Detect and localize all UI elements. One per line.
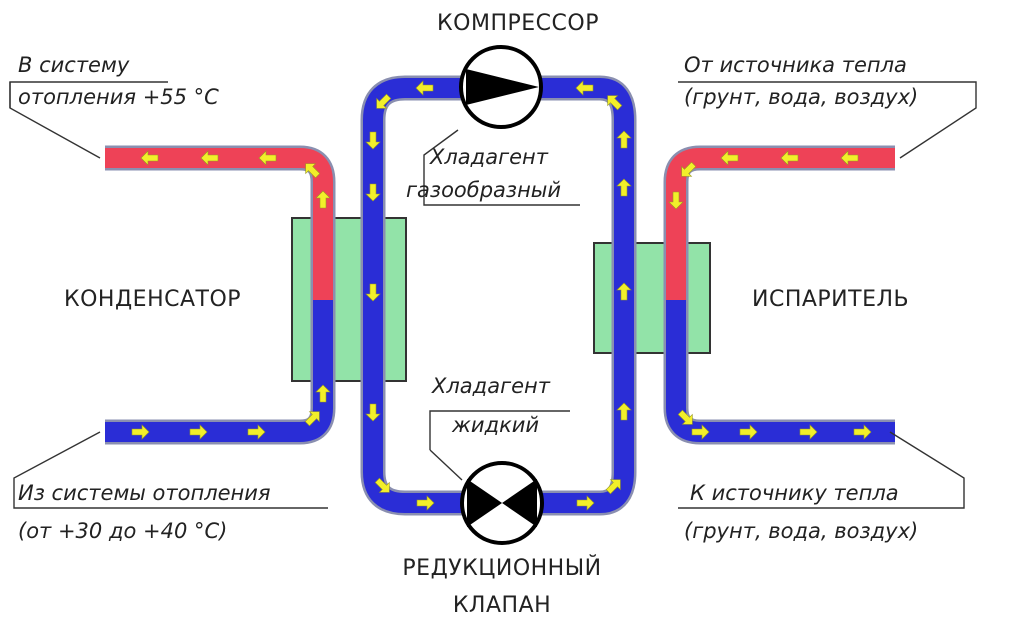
flow-arrow-icon bbox=[840, 150, 859, 166]
from-heating-label-line1: Из системы отопления bbox=[18, 481, 271, 505]
from-source-label-line2: (грунт, вода, воздух) bbox=[684, 85, 918, 109]
condenser-label: КОНДЕНСАТОР bbox=[64, 287, 241, 312]
evaporator-exchanger bbox=[593, 242, 711, 354]
flow-arrow-icon bbox=[691, 424, 710, 440]
compressor-symbol-icon bbox=[459, 45, 543, 129]
flow-arrow-icon bbox=[315, 190, 331, 209]
flow-arrow-icon bbox=[376, 93, 392, 109]
flow-arrow-icon bbox=[677, 409, 693, 425]
compressor-label: КОМПРЕССОР bbox=[437, 11, 599, 36]
flow-arrow-icon bbox=[365, 403, 381, 422]
flow-arrow-icon bbox=[374, 477, 390, 493]
flow-arrow-icon bbox=[315, 384, 331, 403]
flow-arrow-icon bbox=[668, 191, 684, 210]
to-source-label-line1: К источнику тепла bbox=[690, 481, 899, 505]
flow-arrows bbox=[131, 80, 872, 511]
flow-arrow-icon bbox=[853, 424, 872, 440]
flow-arrow-icon bbox=[799, 424, 818, 440]
flow-arrow-icon bbox=[616, 130, 632, 149]
flow-arrow-icon bbox=[415, 80, 434, 96]
flow-arrow-icon bbox=[576, 495, 595, 511]
to-heating-label-line2: отопления +55 °С bbox=[18, 85, 219, 109]
leader-lines bbox=[9, 81, 977, 509]
flow-arrow-icon bbox=[365, 283, 381, 302]
to-heating-label-line1: В систему bbox=[18, 53, 130, 77]
valve-label-line1: РЕДУКЦИОННЫЙ bbox=[402, 555, 601, 581]
flow-arrow-icon bbox=[780, 150, 799, 166]
liquid-refrigerant-label-line1: Хладагент bbox=[431, 374, 551, 398]
flow-arrow-icon bbox=[616, 282, 632, 301]
flow-arrow-icon bbox=[365, 131, 381, 150]
flow-arrow-icon bbox=[739, 424, 758, 440]
flow-arrow-icon bbox=[607, 95, 623, 111]
flow-arrow-icon bbox=[131, 424, 150, 440]
to-source-label-line2: (грунт, вода, воздух) bbox=[684, 519, 918, 543]
flow-arrow-icon bbox=[720, 150, 739, 166]
liquid-refrigerant-label-line2: жидкий bbox=[451, 413, 539, 437]
flow-arrow-icon bbox=[304, 411, 320, 427]
valve-label-line2: КЛАПАН bbox=[453, 593, 551, 618]
gas-refrigerant-label-line2: газообразный bbox=[406, 178, 561, 202]
heating-return-pipe bbox=[105, 300, 336, 445]
flow-arrow-icon bbox=[605, 479, 621, 495]
flow-arrow-icon bbox=[575, 80, 594, 96]
heating-supply-pipe bbox=[105, 145, 336, 300]
flow-arrow-icon bbox=[247, 424, 266, 440]
evaporator-label: ИСПАРИТЕЛЬ bbox=[752, 287, 909, 312]
flow-arrow-icon bbox=[200, 150, 219, 166]
condenser-exchanger bbox=[291, 217, 407, 382]
flow-arrow-icon bbox=[189, 424, 208, 440]
flow-arrow-icon bbox=[616, 402, 632, 421]
source-inlet-pipe bbox=[663, 145, 895, 300]
flow-arrow-icon bbox=[616, 178, 632, 197]
flow-arrow-icon bbox=[365, 183, 381, 202]
from-source-label-line1: От источника тепла bbox=[684, 53, 907, 77]
from-heating-label-line2: (от +30 до +40 °С) bbox=[18, 519, 227, 543]
flow-arrow-icon bbox=[258, 150, 277, 166]
flow-arrow-icon bbox=[681, 161, 697, 177]
flow-arrow-icon bbox=[140, 150, 159, 166]
gas-refrigerant-label-line1: Хладагент bbox=[429, 145, 549, 169]
flow-arrow-icon bbox=[416, 495, 435, 511]
flow-arrow-icon bbox=[305, 163, 321, 179]
expansion-valve-symbol-icon bbox=[460, 461, 544, 545]
